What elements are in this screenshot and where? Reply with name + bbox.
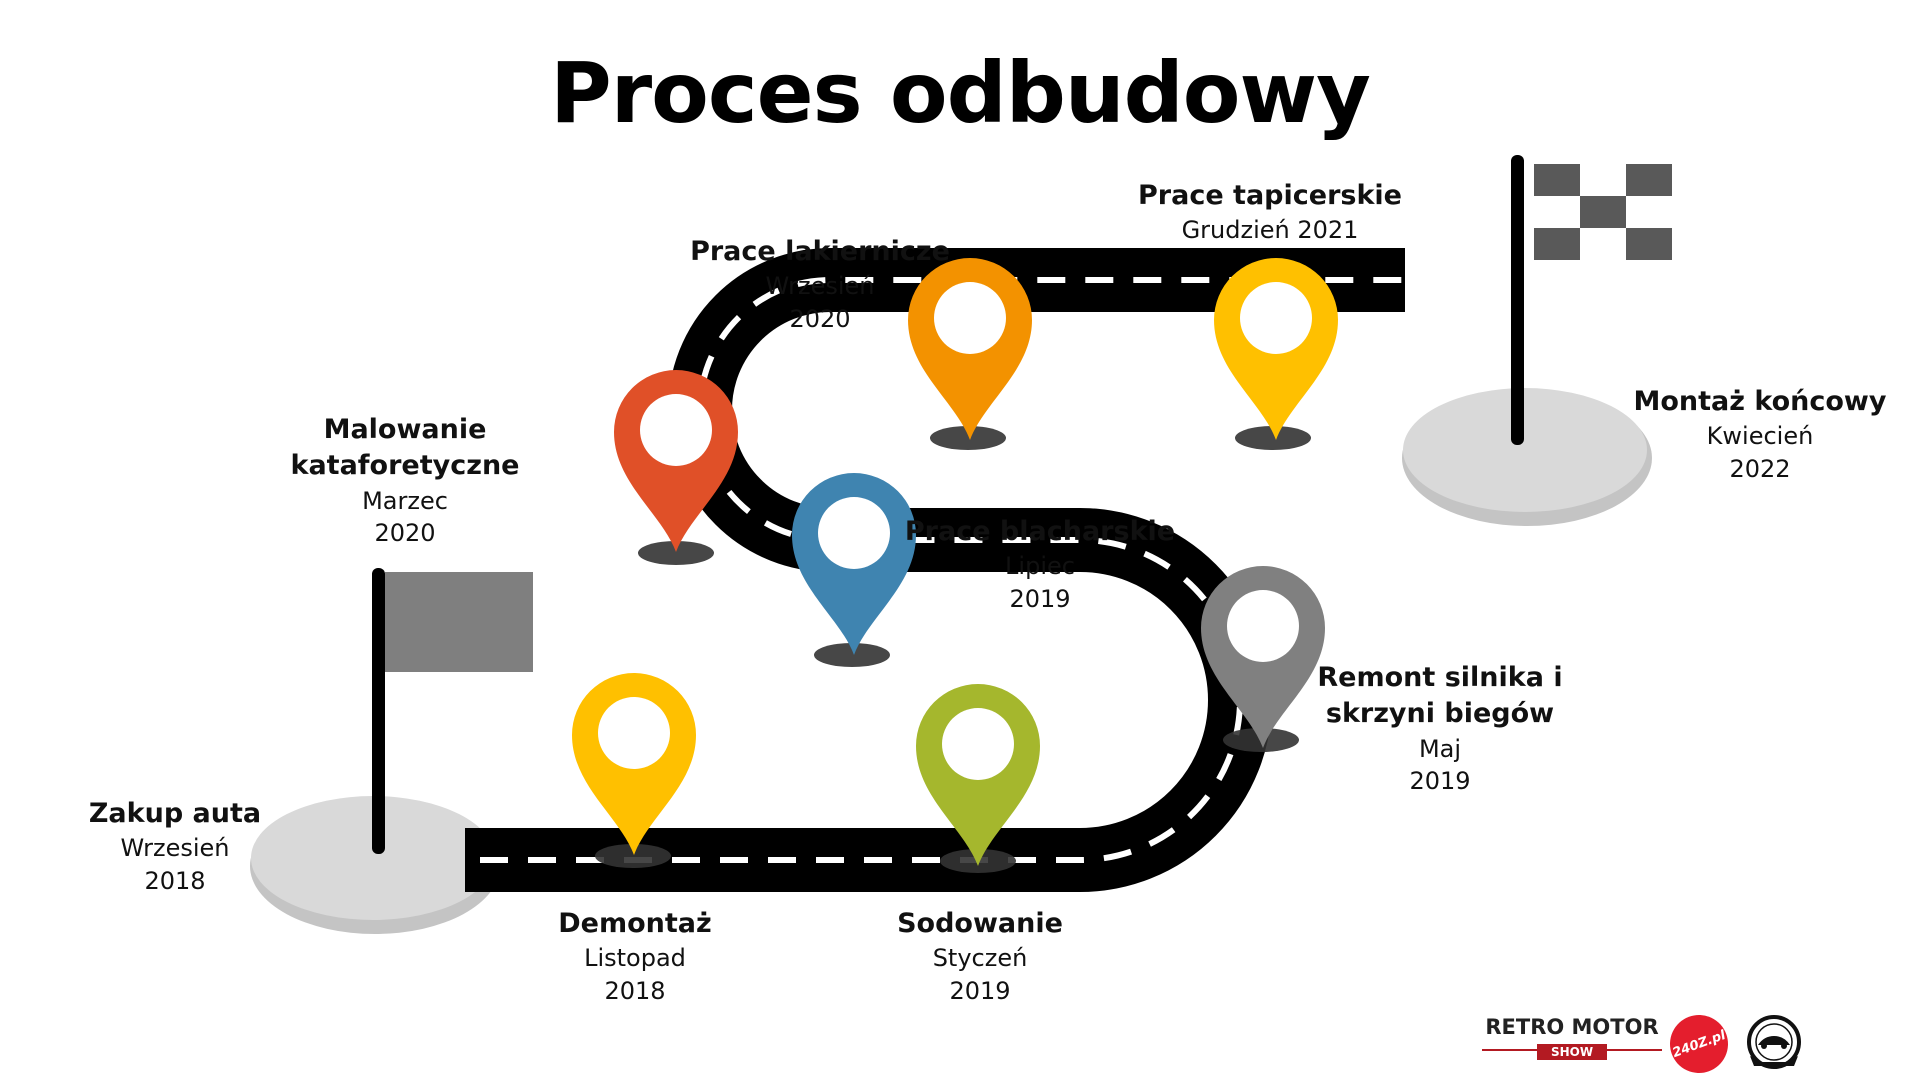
marker-shadow	[1235, 426, 1311, 450]
step-month: Wrzesień	[765, 272, 875, 301]
start-flag-pole	[372, 568, 385, 854]
location-pin-icon	[1201, 566, 1325, 748]
retro-motor-show-logo: RETRO MOTOR SHOW	[1482, 1015, 1662, 1060]
step-title: Montaż końcowy	[1633, 386, 1887, 417]
step-title: skrzyni biegów	[1325, 698, 1555, 730]
step-label-kataforetyczne: Malowanie kataforetyczne Marzec 2020	[215, 412, 595, 550]
marker-shadow	[595, 844, 671, 868]
step-month: Maj	[1418, 734, 1462, 763]
step-month: Listopad	[584, 944, 686, 973]
step-title: Prace blacharskie	[904, 516, 1176, 547]
checkered-flag-icon	[1534, 164, 1672, 260]
step-label-demontaz: Demontaż Listopad 2018	[510, 906, 760, 1007]
location-pin-icon	[614, 370, 738, 552]
step-title: Demontaż	[558, 908, 712, 939]
location-pin-icon	[908, 258, 1032, 440]
step-year: 2018	[144, 866, 206, 895]
step-year: 2019	[949, 976, 1011, 1005]
car-club-seal-icon	[1742, 1012, 1806, 1080]
step-label-zakup: Zakup auta Wrzesień 2018	[60, 796, 290, 897]
step-title: Sodowanie	[897, 908, 1063, 939]
marker-shadow	[638, 541, 714, 565]
location-pin-icon	[1214, 258, 1338, 440]
show-badge: SHOW	[1536, 1044, 1608, 1060]
location-pin-icon	[792, 473, 916, 655]
step-label-montaz: Montaż końcowy Kwiecień 2022	[1620, 384, 1900, 485]
step-label-remont: Remont silnika i skrzyni biegów Maj 2019	[1300, 660, 1580, 798]
start-flag-icon	[385, 572, 533, 672]
page-title: Proces odbudowy	[550, 44, 1371, 142]
location-pin-icon	[916, 684, 1040, 866]
marker-shadow	[930, 426, 1006, 450]
step-title: Prace tapicerskie	[1138, 180, 1402, 211]
step-date: Grudzień 2021	[1181, 216, 1359, 245]
step-year: 2019	[1409, 767, 1471, 796]
step-month: Kwiecień	[1706, 422, 1814, 451]
step-year: 2020	[374, 519, 436, 548]
finish-platform-top	[1403, 388, 1647, 512]
step-label-lakiernicze: Prace lakiernicze Wrzesień 2020	[680, 234, 960, 335]
step-title: Malowanie kataforetyczne	[290, 414, 520, 482]
start-platform-top	[251, 796, 495, 920]
step-year: 2018	[604, 976, 666, 1005]
finish-flag-pole	[1511, 155, 1524, 445]
step-title: Remont silnika i	[1317, 662, 1563, 693]
location-pin-icon	[572, 673, 696, 855]
step-label-blacharskie: Prace blacharskie Lipiec 2019	[900, 514, 1180, 615]
retro-motor-text: RETRO MOTOR	[1485, 1015, 1659, 1039]
step-title: Zakup auta	[88, 798, 262, 829]
step-month: Styczeń	[932, 944, 1028, 973]
step-label-sodowanie: Sodowanie Styczeń 2019	[855, 906, 1105, 1007]
step-month: Wrzesień	[120, 834, 230, 863]
step-label-tapicerskie: Prace tapicerskie Grudzień 2021	[1130, 178, 1410, 247]
step-year: 2020	[789, 304, 851, 333]
step-year: 2022	[1729, 454, 1791, 483]
240z-logo-text: 240Z.pl	[1670, 1027, 1728, 1061]
step-month: Lipiec	[1005, 552, 1075, 581]
step-year: 2019	[1009, 584, 1071, 613]
marker-shadow	[814, 643, 890, 667]
seal-graphic	[1747, 1015, 1801, 1069]
road	[465, 248, 1405, 892]
step-title: Prace lakiernicze	[690, 236, 950, 267]
step-month: Marzec	[362, 486, 448, 515]
